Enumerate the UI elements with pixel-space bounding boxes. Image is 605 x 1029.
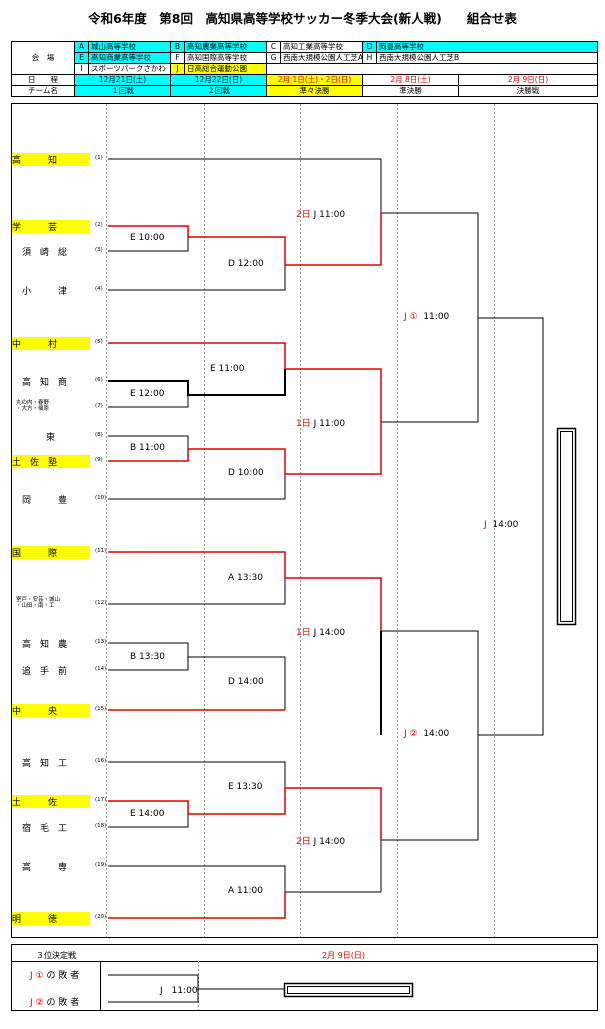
- team-name: 明 徳: [12, 912, 90, 925]
- team-name: 丸の内・春野 ・大方・檮原: [16, 400, 50, 412]
- match-label: E 11:00: [210, 364, 245, 374]
- team-number: (13): [95, 639, 107, 645]
- match-venue: J ②: [404, 729, 418, 739]
- match-label: E 13:30: [228, 782, 263, 792]
- team-name: 追 手 前: [22, 667, 68, 677]
- team-number: (6): [95, 377, 103, 383]
- match-day: 1日: [296, 628, 311, 638]
- team-number: (1): [95, 155, 103, 161]
- team-name: 土 佐 塾: [12, 455, 90, 468]
- team-number: (10): [95, 495, 107, 501]
- team-name: 土 佐: [12, 795, 90, 808]
- team-number: (7): [95, 403, 103, 409]
- third-loser-tag: J ①: [30, 971, 44, 981]
- team-number: (4): [95, 286, 103, 292]
- team-number: (9): [95, 457, 103, 463]
- round-name: 準決勝: [362, 85, 459, 97]
- team-number: (20): [95, 914, 107, 920]
- third-loser: の 敗 者: [46, 971, 80, 981]
- match-label: D 14:00: [228, 677, 264, 687]
- match-label: D 12:00: [228, 259, 264, 269]
- team-number: (11): [95, 548, 107, 554]
- third-place-frame: [11, 944, 598, 1011]
- team-name: 高 知 工: [22, 759, 68, 769]
- match-label: B 11:00: [130, 443, 165, 453]
- match-label: A 11:00: [228, 886, 263, 896]
- team-number: (19): [95, 862, 107, 868]
- team-name: 宿 毛 工: [22, 824, 68, 834]
- match-label: E 14:00: [130, 809, 165, 819]
- team-name: 岡 豊: [22, 496, 68, 506]
- team-number: (5): [95, 339, 103, 345]
- page-title: 令和6年度 第8回 高知県高等学校サッカー冬季大会(新人戦) 組合せ表: [88, 11, 517, 26]
- match-label: E 10:00: [130, 233, 165, 243]
- match-label: D 10:00: [228, 468, 264, 478]
- match-day: 1日: [296, 419, 311, 429]
- match-label: E 12:00: [130, 389, 165, 399]
- team-name: 学 芸: [12, 220, 90, 233]
- team-name: 高 知 農: [22, 640, 68, 650]
- match-day: 2日: [296, 210, 311, 220]
- match-label: 14:00: [492, 520, 519, 530]
- team-name: 須 崎 総: [22, 248, 68, 258]
- third-time: J 11:00: [160, 986, 198, 996]
- team-name: 高 知: [12, 153, 90, 166]
- team-number: (8): [95, 432, 103, 438]
- team-number: (18): [95, 823, 107, 829]
- match-label: J 14:00: [313, 628, 346, 638]
- team-name: 高 専: [22, 863, 68, 873]
- round-name: ２回戦: [170, 85, 267, 97]
- match-venue: J: [484, 520, 487, 530]
- venue-label: 会 場: [11, 41, 75, 75]
- third-place-title: ３位決定戦: [36, 951, 76, 960]
- third-loser-tag: J ②: [30, 998, 44, 1008]
- team-number: (15): [95, 706, 107, 712]
- match-label: A 13:30: [228, 573, 263, 583]
- match-day: 2日: [296, 837, 311, 847]
- venue-code: A: [74, 41, 89, 53]
- match-venue: J ①: [404, 312, 418, 322]
- team-name: 国 際: [12, 546, 90, 559]
- team-name: 東: [46, 433, 56, 443]
- team-name: 小 津: [22, 287, 68, 297]
- match-label: B 13:30: [130, 652, 165, 662]
- venue-schedule-table: 会 場 A 城山高等学校 B 高知農業高等学校 C 高知工業高等学校 D 岡豊高…: [11, 41, 598, 97]
- team-name: 室戸・安芸・城山 ・山田・南・工: [16, 597, 61, 609]
- match-label: J 14:00: [313, 837, 346, 847]
- team-number: (17): [95, 797, 107, 803]
- team-name: 高 知 商: [22, 378, 68, 388]
- rounds-label: チーム名: [11, 85, 75, 97]
- venue-code: E: [74, 52, 89, 64]
- match-label: 14:00: [423, 729, 450, 739]
- team-number: (12): [95, 600, 107, 606]
- round-name: 決勝戦: [458, 85, 598, 97]
- match-label: 11:00: [423, 312, 450, 322]
- third-loser: の 敗 者: [46, 998, 80, 1008]
- team-name: 中 央: [12, 704, 90, 717]
- team-number: (14): [95, 666, 107, 672]
- team-number: (3): [95, 247, 103, 253]
- match-label: J 11:00: [313, 210, 346, 220]
- match-label: J 11:00: [313, 419, 346, 429]
- team-number: (16): [95, 758, 107, 764]
- team-number: (2): [95, 222, 103, 228]
- team-name: 中 村: [12, 337, 90, 350]
- bracket-frame: [11, 103, 598, 938]
- third-place-date: 2月 9日(日): [322, 951, 365, 960]
